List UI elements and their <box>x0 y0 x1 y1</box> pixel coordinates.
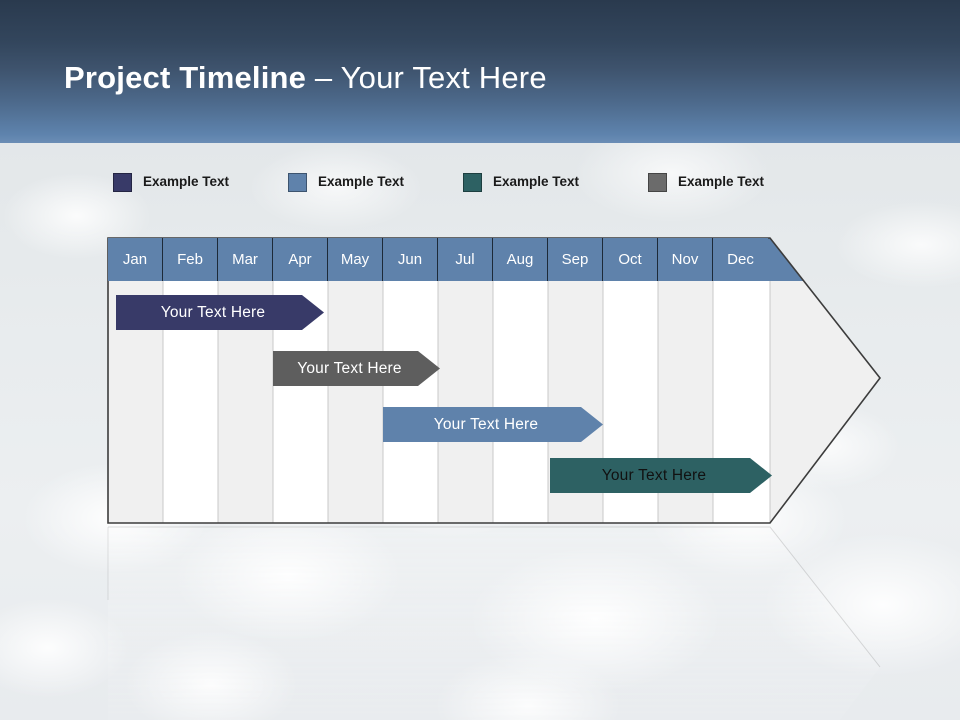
month-cell-nov[interactable]: Nov <box>658 238 713 281</box>
month-cell-mar[interactable]: Mar <box>218 238 273 281</box>
legend-label-1: Example Text <box>143 174 230 190</box>
timeline-bar-1-label: Your Text Here <box>160 303 266 321</box>
month-cell-aug[interactable]: Aug <box>493 238 548 281</box>
page-title: Project Timeline – Your Text Here <box>64 60 547 96</box>
legend: Example Text Example Text Example Text E… <box>0 169 960 195</box>
page-title-bold: Project Timeline <box>64 60 307 95</box>
timeline-bar-3-label: Your Text Here <box>433 415 539 433</box>
legend-swatch-blue <box>288 172 307 192</box>
month-cell-may[interactable]: May <box>328 238 383 281</box>
title-banner: Project Timeline – Your Text Here <box>0 0 960 143</box>
page-title-rest: Your Text Here <box>340 60 547 95</box>
month-cell-sep[interactable]: Sep <box>548 238 603 281</box>
timeline-bar-4[interactable]: Your Text Here <box>550 458 772 493</box>
month-cell-dec[interactable]: Dec <box>713 238 768 281</box>
legend-label-2: Example Text <box>318 174 405 190</box>
legend-item-3[interactable]: Example Text <box>463 169 579 195</box>
month-cell-oct[interactable]: Oct <box>603 238 658 281</box>
month-cell-jul[interactable]: Jul <box>438 238 493 281</box>
legend-item-2[interactable]: Example Text <box>288 169 404 195</box>
legend-item-1[interactable]: Example Text <box>113 169 229 195</box>
timeline-bar-1[interactable]: Your Text Here <box>116 295 324 330</box>
timeline-bar-3[interactable]: Your Text Here <box>383 407 603 442</box>
legend-label-3: Example Text <box>493 174 580 190</box>
month-cell-apr[interactable]: Apr <box>273 238 328 281</box>
page-title-dash: – <box>306 60 341 95</box>
timeline-bar-4-label: Your Text Here <box>601 466 707 484</box>
legend-swatch-teal <box>463 172 482 192</box>
month-cell-feb[interactable]: Feb <box>163 238 218 281</box>
month-cell-jan[interactable]: Jan <box>108 238 163 281</box>
month-cell-jun[interactable]: Jun <box>383 238 438 281</box>
timeline-bar-2-label: Your Text Here <box>297 359 402 377</box>
legend-swatch-gray <box>648 172 667 192</box>
month-header-row: Jan Feb Mar Apr May Jun Jul Aug Sep Oct … <box>108 238 768 281</box>
legend-swatch-navy <box>113 172 132 192</box>
timeline-bar-2[interactable]: Your Text Here <box>273 351 440 386</box>
legend-item-4[interactable]: Example Text <box>648 169 764 195</box>
legend-label-4: Example Text <box>678 174 765 190</box>
